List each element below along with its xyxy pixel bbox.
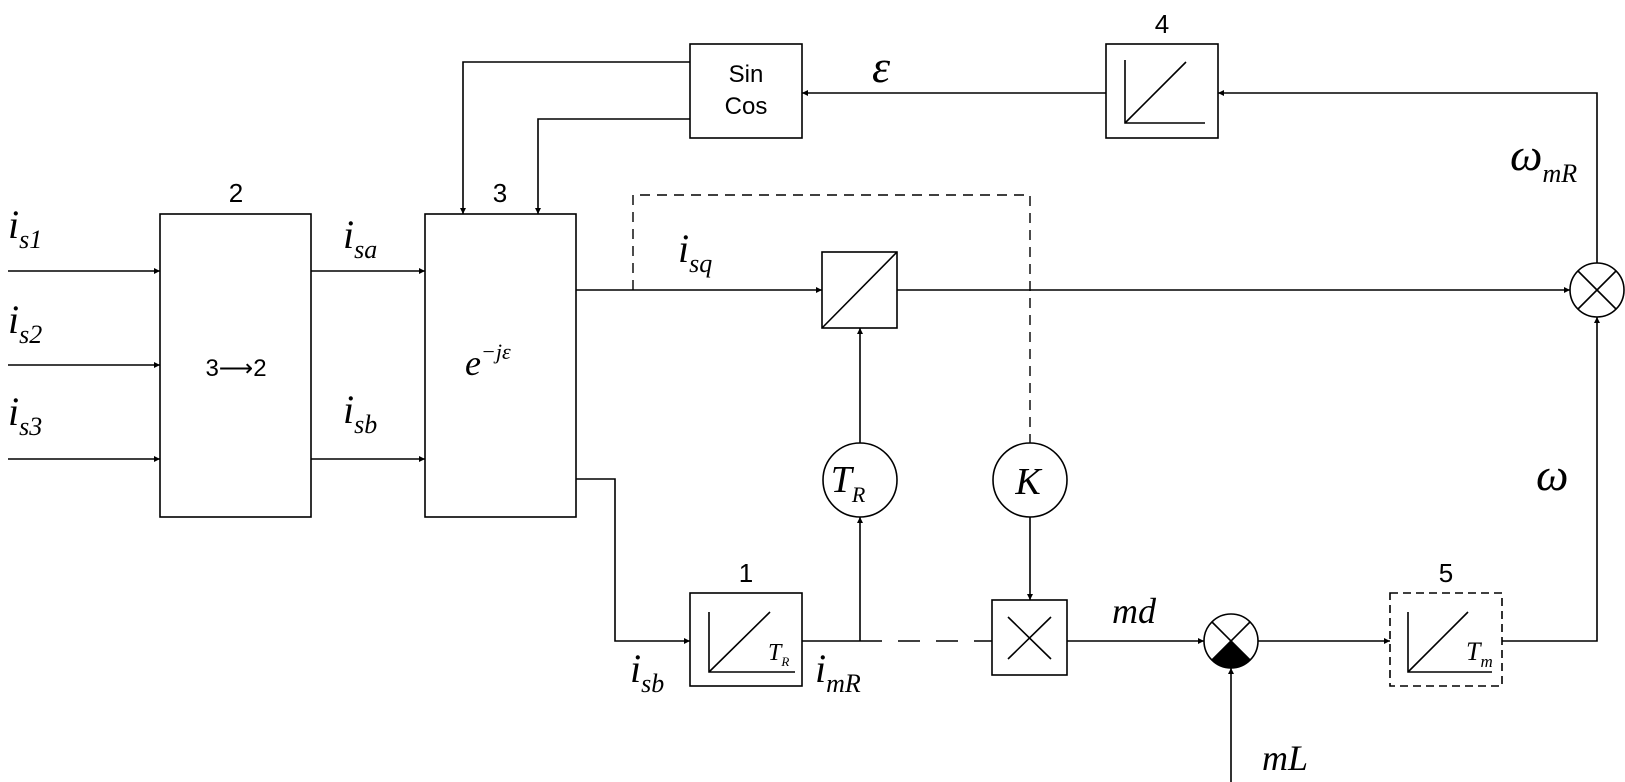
summing-minus-sector — [1212, 641, 1250, 668]
block-4-number: 4 — [1155, 9, 1169, 39]
block-2-box — [159, 213, 312, 518]
label-is3-sub: s3 — [19, 412, 42, 441]
block-1-ramp — [708, 611, 771, 673]
label-isb-top-sub: sb — [354, 410, 377, 439]
wire-omega-mr — [1218, 90, 1598, 263]
tr-label-sub: R — [851, 482, 866, 507]
label-omega-mr-base: ω — [1510, 129, 1542, 180]
block-1-lag: 1 TR — [689, 558, 803, 687]
divider-block — [821, 251, 898, 329]
block-4-ramp — [1124, 61, 1187, 124]
connections — [8, 61, 1600, 782]
wire-isb-to-block1 — [576, 478, 690, 644]
label-isq: isq — [678, 226, 712, 278]
block-1-number: 1 — [739, 558, 753, 588]
label-isq-sub: sq — [689, 249, 712, 278]
tr-label: TR — [831, 459, 866, 507]
block-4-box — [1105, 43, 1219, 139]
multiplier-cross-b — [1007, 616, 1052, 660]
label-imr-base: i — [815, 646, 826, 691]
wire-cos — [535, 118, 690, 214]
block-1-param-base: T — [768, 640, 783, 666]
summing-junction — [1203, 613, 1259, 669]
label-omega-mr-sub: mR — [1542, 159, 1577, 188]
block-5-ramp — [1407, 611, 1469, 673]
label-isa: isa — [343, 212, 377, 264]
label-isb-top: isb — [343, 387, 377, 439]
block-3-box — [424, 213, 577, 518]
block-3-number: 3 — [493, 178, 507, 208]
block-5-number: 5 — [1439, 558, 1453, 588]
tr-gain: TR — [822, 442, 898, 518]
tr-label-base: T — [831, 459, 855, 501]
divider-slash — [821, 251, 898, 329]
label-is1: is1 — [8, 202, 42, 254]
label-is3: is3 — [8, 389, 42, 441]
label-omega: ω — [1536, 449, 1568, 500]
block-2-number: 2 — [229, 178, 243, 208]
wire-omega — [1502, 317, 1600, 642]
block-3-rotation: 3 e−jε — [424, 178, 577, 518]
label-isq-base: i — [678, 226, 689, 271]
label-epsilon: ε — [872, 41, 891, 92]
label-isa-sub: sa — [354, 235, 377, 264]
label-imr-sub: mR — [826, 669, 861, 698]
label-is2: is2 — [8, 297, 42, 349]
block-3-label: e−jε — [465, 339, 511, 383]
block-1-param-sub: R — [780, 654, 789, 669]
k-gain: K — [992, 442, 1068, 518]
block-1-param: TR — [768, 640, 789, 669]
label-is2-sub: s2 — [19, 320, 42, 349]
multiplier-block — [991, 599, 1068, 676]
label-is3-base: i — [8, 389, 19, 434]
label-isb-bottom-base: i — [630, 646, 641, 691]
sincos-box — [689, 43, 803, 139]
block-5-param-base: T — [1466, 637, 1482, 666]
sincos-line2: Cos — [725, 93, 768, 120]
sincos-line1: Sin — [729, 61, 764, 88]
block-5-mechanical: 5 Tm — [1389, 558, 1503, 687]
label-isb-bottom-sub: sb — [641, 669, 664, 698]
label-is2-base: i — [8, 297, 19, 342]
label-isa-base: i — [343, 212, 354, 257]
label-is1-base: i — [8, 202, 19, 247]
label-isb-bottom: isb — [630, 646, 664, 698]
block-2-label: 3⟶2 — [205, 355, 266, 382]
label-omega-mr: ωmR — [1510, 129, 1577, 188]
label-imr: imR — [815, 646, 861, 698]
wire-sin — [460, 61, 690, 214]
label-is1-sub: s1 — [19, 225, 42, 254]
block-2-phase-transform: 2 3⟶2 — [159, 178, 312, 518]
label-isb-top-base: i — [343, 387, 354, 432]
block-3-label-base: e — [465, 343, 481, 383]
wire-isq-to-k-dashed — [632, 194, 1031, 443]
signal-labels: is1 is2 is3 isa isb isq isb imR ε ωmR ω … — [8, 41, 1577, 778]
label-ml: mL — [1262, 738, 1308, 778]
label-md: md — [1112, 591, 1157, 631]
k-label: K — [1014, 461, 1042, 503]
block-5-param-sub: m — [1480, 652, 1492, 671]
omega-junction-cross-b — [1577, 270, 1617, 310]
block-5-param: Tm — [1466, 637, 1493, 671]
block-3-label-sup: −jε — [481, 339, 511, 364]
block-4-integrator: 4 — [1105, 9, 1219, 139]
omega-junction — [1569, 262, 1625, 318]
sincos-block: Sin Cos — [689, 43, 803, 139]
